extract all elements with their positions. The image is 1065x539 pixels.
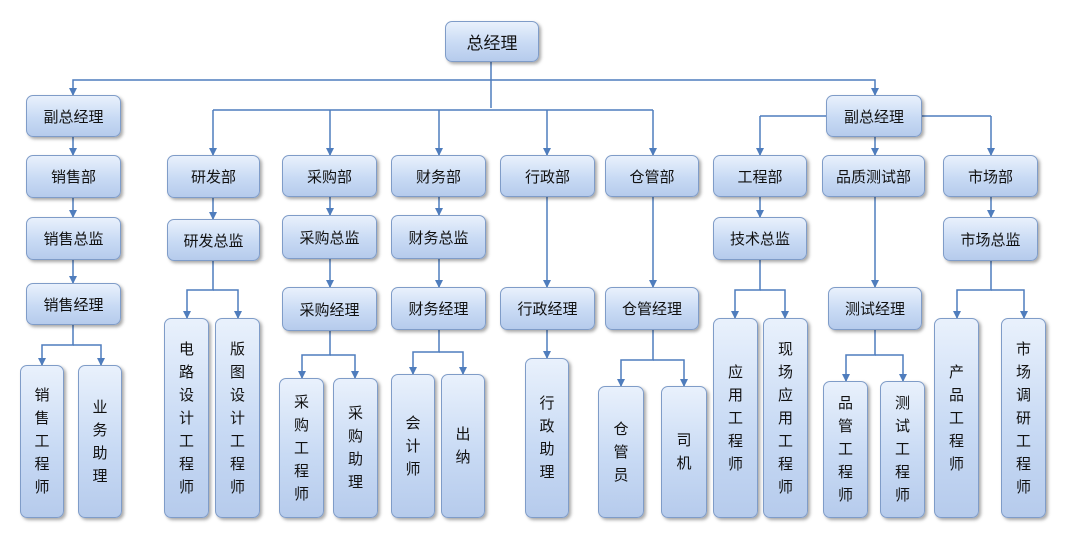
- sales-engineer-node[interactable]: 销售工程师: [20, 365, 64, 518]
- right-vp-node[interactable]: 副总经理: [826, 95, 922, 137]
- ceo-node[interactable]: 总经理: [445, 21, 539, 62]
- purchasing-engineer-node[interactable]: 采购工程师: [279, 378, 324, 518]
- test-engineer-node[interactable]: 测试工程师: [880, 381, 925, 518]
- warehouse-dept-node[interactable]: 仓管部: [605, 155, 699, 197]
- marketing-dept-node[interactable]: 市场部: [943, 155, 1038, 197]
- marketing-director-node[interactable]: 市场总监: [943, 217, 1038, 261]
- sales-manager-node[interactable]: 销售经理: [26, 283, 121, 325]
- quality-test-dept-node[interactable]: 品质测试部: [822, 155, 925, 197]
- engineering-dept-node[interactable]: 工程部: [713, 155, 807, 197]
- warehouse-manager-node[interactable]: 仓管经理: [605, 287, 699, 330]
- sales-director-node[interactable]: 销售总监: [26, 217, 121, 260]
- tech-director-node[interactable]: 技术总监: [713, 217, 807, 260]
- accountant-node[interactable]: 会计师: [391, 374, 435, 518]
- circuit-design-engineer-node[interactable]: 电路设计工程师: [164, 318, 209, 518]
- purchasing-manager-node[interactable]: 采购经理: [282, 287, 377, 331]
- admin-assistant-node[interactable]: 行政助理: [525, 358, 569, 518]
- field-application-engineer-node[interactable]: 现场应用工程师: [763, 318, 808, 518]
- layout-design-engineer-node[interactable]: 版图设计工程师: [215, 318, 260, 518]
- admin-manager-node[interactable]: 行政经理: [500, 287, 595, 330]
- finance-director-node[interactable]: 财务总监: [391, 215, 486, 259]
- warehouse-keeper-node[interactable]: 仓管员: [598, 386, 644, 518]
- purchasing-dept-node[interactable]: 采购部: [282, 155, 377, 197]
- cashier-node[interactable]: 出纳: [441, 374, 485, 518]
- driver-node[interactable]: 司机: [661, 386, 707, 518]
- business-assistant-node[interactable]: 业务助理: [78, 365, 122, 518]
- rd-dept-node[interactable]: 研发部: [167, 155, 260, 198]
- finance-manager-node[interactable]: 财务经理: [391, 287, 486, 330]
- test-manager-node[interactable]: 测试经理: [828, 287, 922, 330]
- purchasing-director-node[interactable]: 采购总监: [282, 215, 377, 259]
- admin-dept-node[interactable]: 行政部: [500, 155, 595, 197]
- application-engineer-node[interactable]: 应用工程师: [713, 318, 758, 518]
- product-engineer-node[interactable]: 产品工程师: [934, 318, 979, 518]
- market-research-engineer-node[interactable]: 市场调研工程师: [1001, 318, 1046, 518]
- rd-director-node[interactable]: 研发总监: [167, 219, 260, 261]
- left-vp-node[interactable]: 副总经理: [26, 95, 121, 137]
- finance-dept-node[interactable]: 财务部: [391, 155, 486, 197]
- purchasing-assistant-node[interactable]: 采购助理: [333, 378, 378, 518]
- sales-dept-node[interactable]: 销售部: [26, 155, 121, 198]
- qc-engineer-node[interactable]: 品管工程师: [823, 381, 868, 518]
